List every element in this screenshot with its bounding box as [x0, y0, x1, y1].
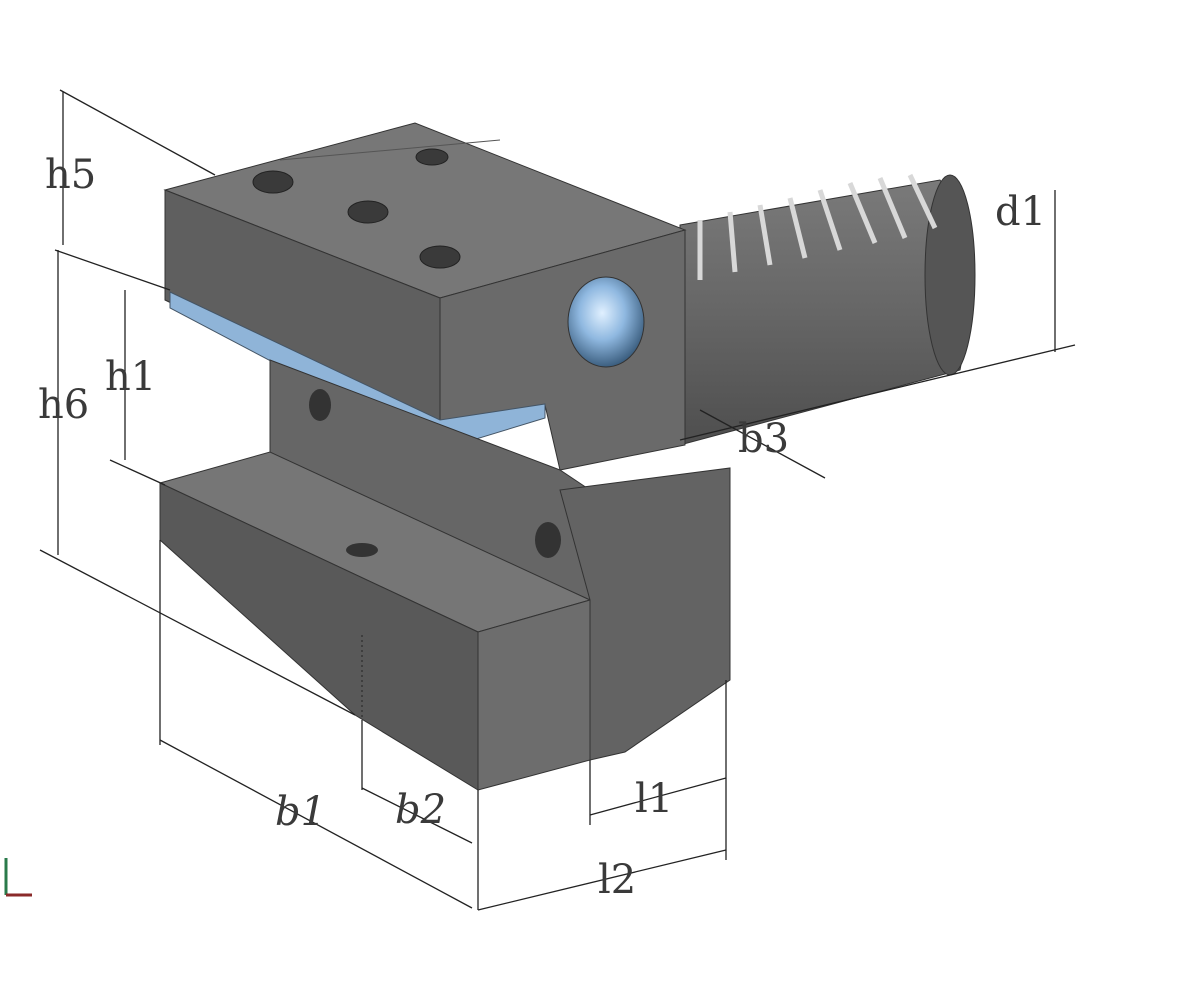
label-l2: l2: [598, 857, 636, 903]
label-h1: h1: [105, 354, 156, 400]
base-block: [158, 359, 731, 791]
label-b3: b3: [738, 416, 789, 462]
dimension-lines: [39, 89, 1076, 911]
label-h6: h6: [38, 382, 89, 428]
label-b2: b2: [395, 787, 446, 833]
label-d1: d1: [995, 189, 1046, 235]
axis-triad-icon: [4, 858, 32, 897]
label-l1: l1: [635, 776, 673, 822]
serrations: [697, 173, 938, 280]
label-b1: b1: [275, 789, 326, 835]
label-h5: h5: [45, 152, 96, 198]
screw-icons: [252, 148, 461, 269]
head-block: [163, 122, 687, 471]
coolant-ball-icon: [567, 276, 645, 368]
shank: [679, 173, 976, 446]
